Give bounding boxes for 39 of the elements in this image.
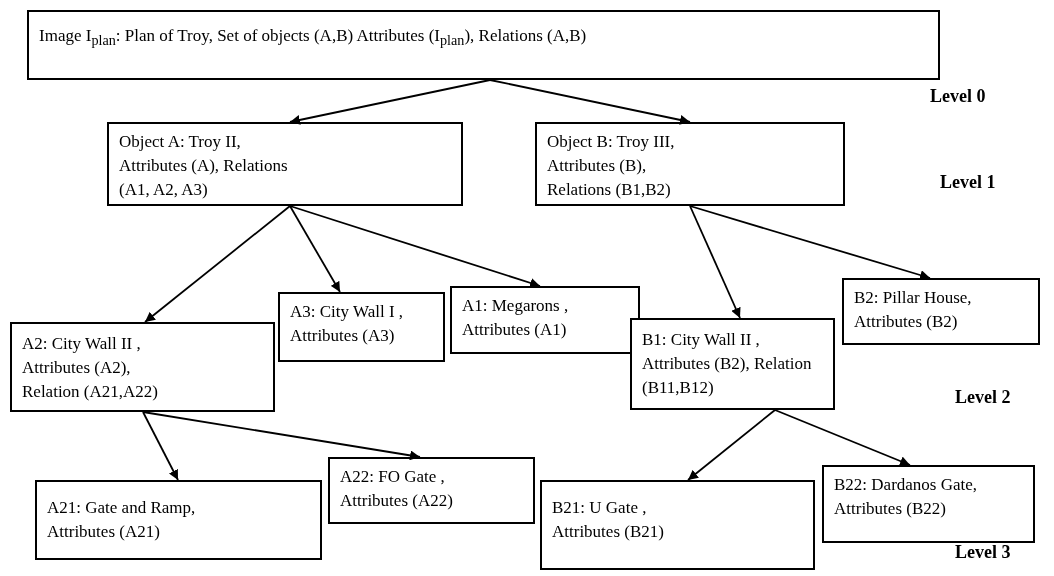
process-box <box>540 480 815 570</box>
box-text: B22: Dardanos Gate, Attributes (B22) <box>834 474 979 520</box>
arrow <box>289 79 491 125</box>
process-box <box>27 10 940 80</box>
process-box <box>450 286 640 354</box>
arrow <box>689 205 741 319</box>
process-box <box>822 465 1035 543</box>
box-text: A22: FO Gate , Attributes (A22) <box>340 466 454 512</box>
arrow <box>289 205 341 293</box>
box-text: Image I$_{plan}$: Plan of Troy, Set of objects (A,B) Attributes (I$_{plan}$), Relations (A,B) <box>39 25 588 51</box>
arrow <box>489 79 691 125</box>
process-box <box>278 292 445 362</box>
arrow <box>687 409 776 481</box>
box-text: Object B: Troy III, Attributes (B), Relations (B1,B2) <box>547 131 676 201</box>
box-text: A1: Megarons , Attributes (A1) <box>462 295 570 341</box>
level-label: Level 0 <box>930 86 986 107</box>
process-box <box>842 278 1040 345</box>
process-box <box>630 318 835 410</box>
box-text: B21: U Gate , Attributes (B21) <box>552 497 665 543</box>
process-box <box>535 122 845 206</box>
process-box <box>10 322 275 412</box>
process-box <box>35 480 322 560</box>
arrow <box>144 205 291 323</box>
level-label: Level 1 <box>940 172 996 193</box>
box-text: A3: City Wall I , Attributes (A3) <box>290 301 405 347</box>
level-label: Level 2 <box>955 387 1011 408</box>
box-text: Object A: Troy II, Attributes (A), Relations (A1, A2, A3) <box>119 131 289 201</box>
box-text: A2: City Wall II , Attributes (A2), Relation (A21,A22) <box>22 333 159 403</box>
box-text: B1: City Wall II , Attributes (B2), Relation (B11,B12) <box>642 329 813 399</box>
box-text: B2: Pillar House, Attributes (B2) <box>854 287 973 333</box>
level-label: Level 3 <box>955 542 1011 563</box>
box-text: A21: Gate and Ramp, Attributes (A21) <box>47 497 197 543</box>
process-box <box>107 122 463 206</box>
arrow <box>289 205 541 288</box>
process-box <box>328 457 535 524</box>
arrow <box>142 411 421 461</box>
arrow <box>774 409 911 466</box>
arrow <box>142 411 179 481</box>
arrow <box>689 205 931 280</box>
